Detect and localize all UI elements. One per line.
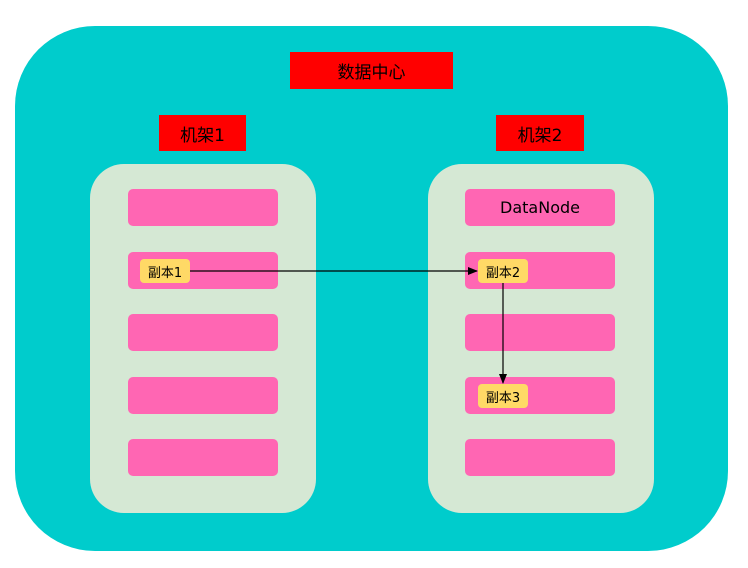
datacenter-label: 数据中心 [290, 52, 453, 89]
rack1-label: 机架1 [159, 115, 246, 151]
rack1-node-4 [128, 377, 278, 414]
rack1-node-1 [128, 189, 278, 226]
replica-3: 副本3 [478, 384, 528, 408]
rack2-label: 机架2 [496, 115, 584, 151]
rack1-node-5 [128, 439, 278, 476]
rack2-node-5 [465, 439, 615, 476]
rack2-node-1: DataNode [465, 189, 615, 226]
rack2-node-3 [465, 314, 615, 351]
replica-2: 副本2 [478, 259, 528, 283]
rack1-node-3 [128, 314, 278, 351]
replica-1: 副本1 [140, 259, 190, 283]
